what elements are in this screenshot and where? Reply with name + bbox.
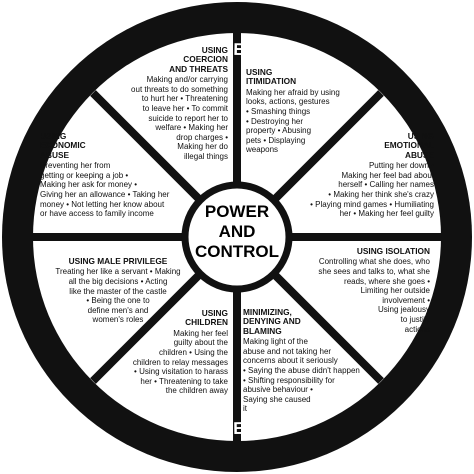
segment-body: Controlling what she does, who she sees … xyxy=(318,257,430,334)
segment-body: Treating her like a servant • Making all… xyxy=(55,267,181,325)
segment-dividers xyxy=(33,33,441,441)
segment-body: Making and/or carrying out threats to do… xyxy=(131,75,228,161)
segment-heading: USING CHILDREN xyxy=(185,308,228,328)
segment-heading: USING COERCION AND THREATS xyxy=(169,45,228,74)
hub-line-2: AND xyxy=(218,222,256,241)
segment-body: Making her afraid by using looks, action… xyxy=(246,87,340,155)
segment-male-privilege: USING MALE PRIVILEGE Treating her like a… xyxy=(40,256,196,325)
segment-heading: USING MALE PRIVILEGE xyxy=(68,256,168,266)
hub-circle xyxy=(181,181,293,293)
segment-body: Putting her down • Making her feel bad a… xyxy=(310,161,434,219)
segment-intimidation: USING ITIMIDATION Making her afraid by u… xyxy=(246,67,368,155)
segment-coercion: USING COERCION AND THREATS Making and/or… xyxy=(96,45,228,162)
segment-minimizing: MINIMIZING, DENYING AND BLAMING Making l… xyxy=(243,307,373,414)
segment-heading: MINIMIZING, DENYING AND BLAMING xyxy=(243,307,301,336)
hub-label: POWER AND CONTROL xyxy=(186,202,288,272)
segment-economic: USING ECONOMIC ABUSE Preventing her from… xyxy=(40,131,190,219)
segment-body: Making her feel guilty about the childre… xyxy=(132,328,228,396)
segment-heading: USING EMOTIONAL ABUSE xyxy=(384,131,434,160)
segment-heading: USING ECONOMIC ABUSE xyxy=(40,131,86,160)
segment-isolation: USING ISOLATION Controlling what she doe… xyxy=(282,246,430,334)
hub-line-1: POWER xyxy=(204,202,270,221)
segment-body: Making light of the abuse and not taking… xyxy=(243,337,360,414)
segment-body: Preventing her from getting or keeping a… xyxy=(40,161,170,219)
segment-emotional: USING EMOTIONAL ABUSE Putting her down •… xyxy=(280,131,434,219)
segment-children: USING CHILDREN Making her feel guilty ab… xyxy=(100,308,228,396)
segment-heading: USING ISOLATION xyxy=(356,246,430,256)
hub-line-3: CONTROL xyxy=(194,242,280,261)
segment-heading: USING ITIMIDATION xyxy=(246,67,297,87)
